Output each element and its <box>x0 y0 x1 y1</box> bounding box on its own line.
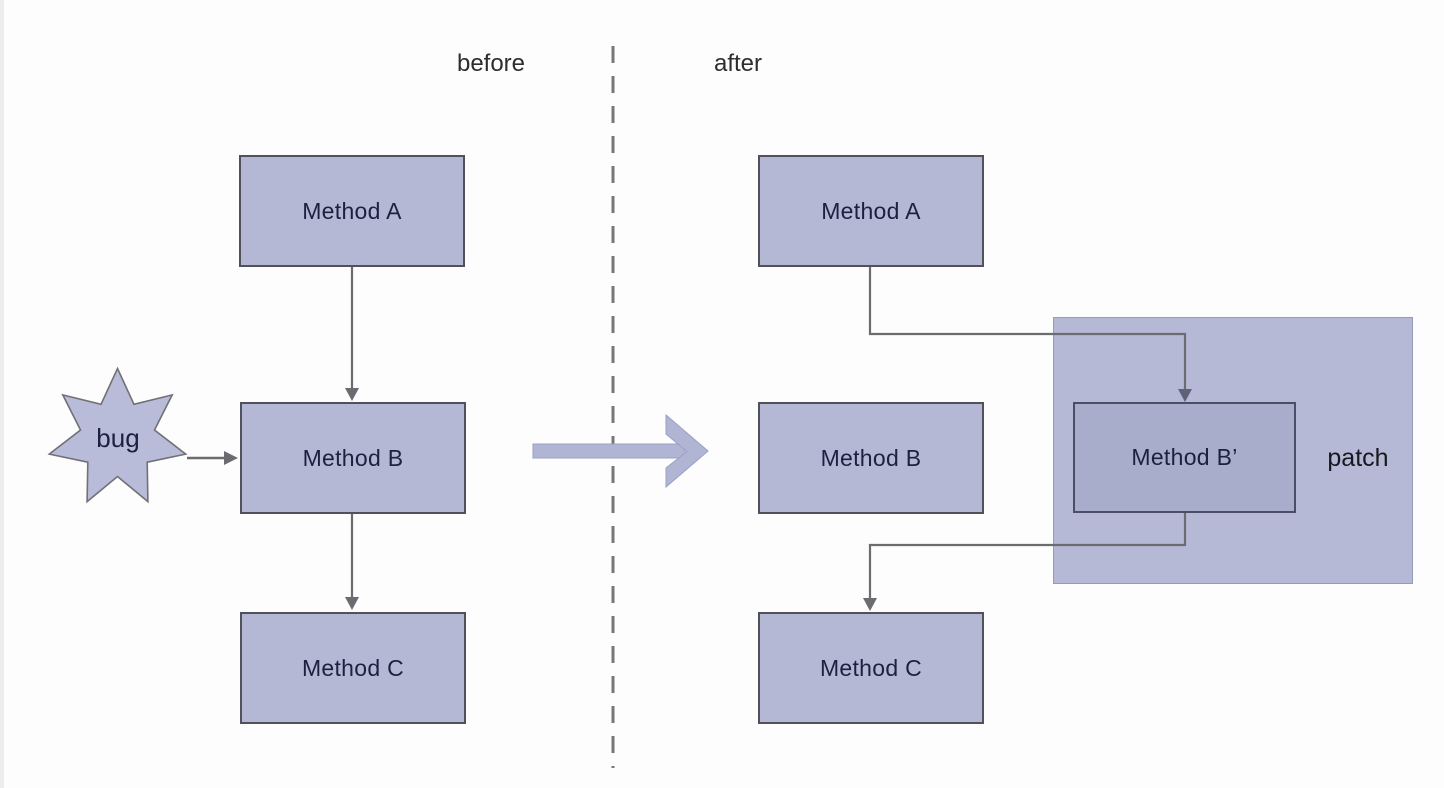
arrowhead-after-bprime-to-c <box>863 598 877 611</box>
patch-label: patch <box>1327 444 1389 472</box>
before-method-c-node: Method C <box>240 612 466 724</box>
before-method-b-node: Method B <box>240 402 466 514</box>
bug-label: bug <box>96 423 140 453</box>
after-method-c-node: Method C <box>758 612 984 724</box>
arrowhead-bug-to-method-b <box>224 451 238 465</box>
screenshot-edge-artifact <box>0 0 4 788</box>
transition-block-arrow <box>532 413 709 489</box>
before-header: before <box>456 50 526 77</box>
after-method-a-node: Method A <box>758 155 984 267</box>
arrowhead-before-b-to-c <box>345 597 359 610</box>
after-method-b-prime-node: Method B’ <box>1073 402 1296 513</box>
before-method-a-node: Method A <box>239 155 465 267</box>
arrowhead-before-a-to-b <box>345 388 359 401</box>
after-header: after <box>713 50 763 77</box>
after-method-b-node: Method B <box>758 402 984 514</box>
